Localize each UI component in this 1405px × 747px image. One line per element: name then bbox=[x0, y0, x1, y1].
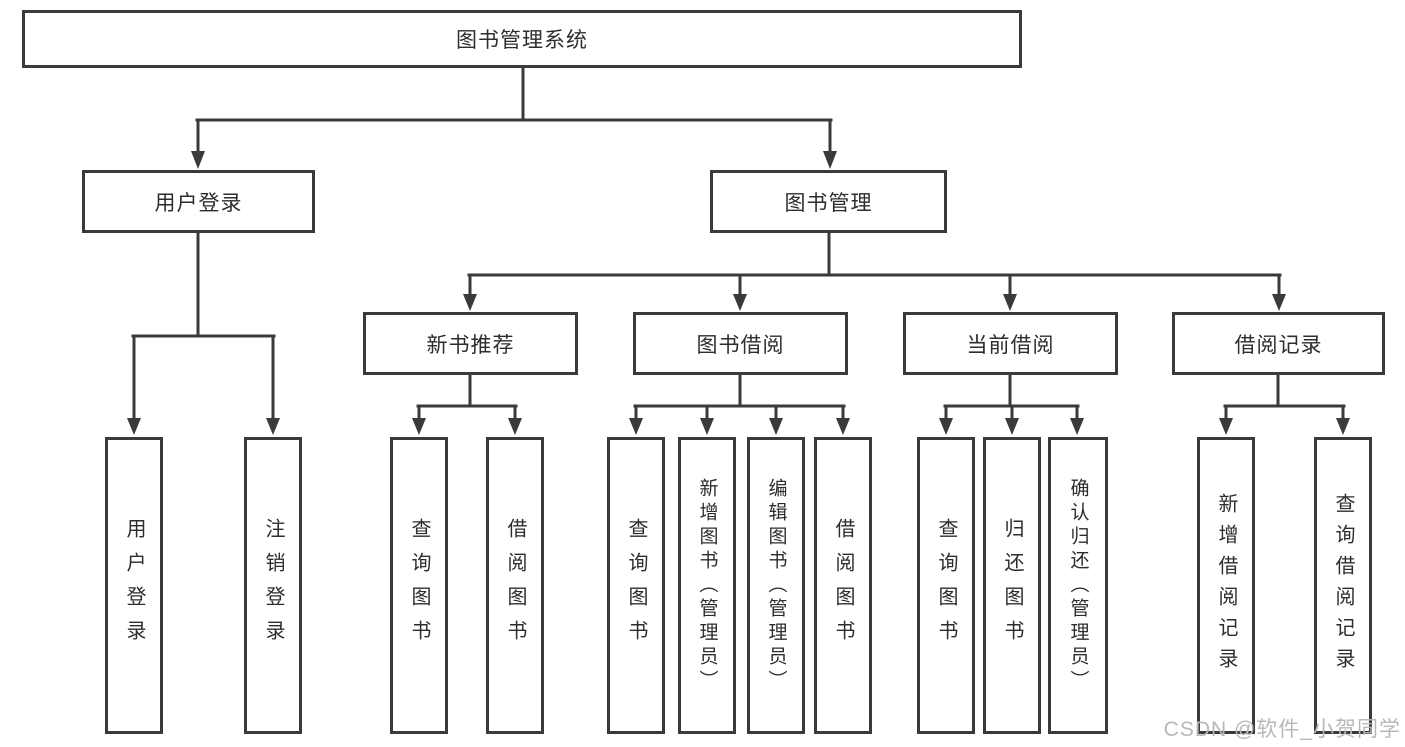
node-book-management: 图书管理 bbox=[710, 170, 947, 233]
node-label: 确认归还（管理员） bbox=[1067, 477, 1089, 694]
node-label: 借阅图书 bbox=[504, 517, 526, 654]
node-book-borrowing: 图书借阅 bbox=[633, 312, 848, 375]
node-label: 查询图书 bbox=[935, 517, 957, 654]
node-borrowing-records: 借阅记录 bbox=[1172, 312, 1385, 375]
node-label: 查询图书 bbox=[408, 517, 430, 654]
node-label: 用户登录 bbox=[123, 517, 145, 654]
node-label: 图书借阅 bbox=[696, 333, 785, 357]
node-new-book-recommendation: 新书推荐 bbox=[363, 312, 578, 375]
node-label: 图书管理系统 bbox=[456, 29, 588, 52]
leaf-add-book-admin: 新增图书（管理员） bbox=[678, 437, 736, 734]
node-label: 注销登录 bbox=[262, 517, 284, 654]
node-label: 图书管理 bbox=[784, 191, 873, 215]
leaf-recommend-borrow-book: 借阅图书 bbox=[486, 437, 544, 734]
leaf-user-login: 用户登录 bbox=[105, 437, 163, 734]
node-label: 当前借阅 bbox=[966, 333, 1055, 357]
node-current-borrowing: 当前借阅 bbox=[903, 312, 1118, 375]
node-label: 新增图书（管理员） bbox=[696, 477, 718, 694]
node-label: 新增借阅记录 bbox=[1215, 492, 1237, 679]
leaf-edit-book-admin: 编辑图书（管理员） bbox=[747, 437, 805, 734]
leaf-return-book: 归还图书 bbox=[983, 437, 1041, 734]
node-label: 借阅记录 bbox=[1234, 333, 1323, 357]
csdn-watermark: CSDN @软件_小贺同学 bbox=[1163, 718, 1401, 741]
node-label: 查询图书 bbox=[625, 517, 647, 654]
node-library-management-system: 图书管理系统 bbox=[22, 10, 1022, 68]
leaf-borrowing-borrow-book: 借阅图书 bbox=[814, 437, 872, 734]
node-label: 借阅图书 bbox=[832, 517, 854, 654]
leaf-recommend-query-book: 查询图书 bbox=[390, 437, 448, 734]
leaf-borrowing-query-book: 查询图书 bbox=[607, 437, 665, 734]
node-user-login: 用户登录 bbox=[82, 170, 315, 233]
leaf-current-query-book: 查询图书 bbox=[917, 437, 975, 734]
node-label: 编辑图书（管理员） bbox=[765, 477, 787, 694]
leaf-logout: 注销登录 bbox=[244, 437, 302, 734]
node-label: 用户登录 bbox=[154, 191, 243, 215]
node-label: 归还图书 bbox=[1001, 517, 1023, 654]
leaf-add-borrow-record: 新增借阅记录 bbox=[1197, 437, 1255, 734]
leaf-query-borrow-record: 查询借阅记录 bbox=[1314, 437, 1372, 734]
node-label: 查询借阅记录 bbox=[1332, 492, 1354, 679]
node-label: 新书推荐 bbox=[426, 333, 515, 357]
leaf-confirm-return-admin: 确认归还（管理员） bbox=[1048, 437, 1108, 734]
